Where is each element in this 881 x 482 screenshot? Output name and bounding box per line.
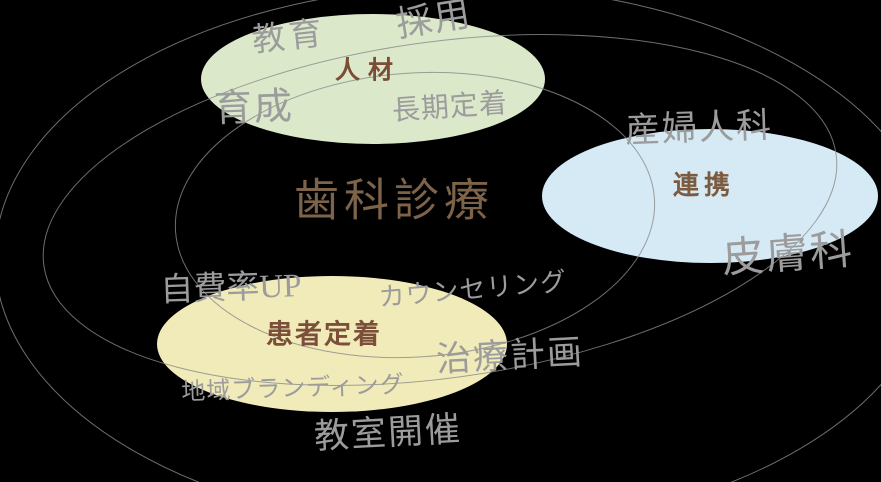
satellite-obstetrics-gynecology: 産婦人科	[624, 105, 774, 151]
satellite-class-events: 教室開催	[313, 409, 463, 457]
bubble-label-collaboration: 連携	[672, 171, 736, 200]
bubble-human-resources-ellipse	[201, 14, 545, 144]
orbit-ring-middle	[42, 34, 838, 386]
satellite-dermatology: 皮膚科	[720, 227, 856, 283]
orbit-ring-inner	[174, 71, 656, 359]
bubble-label-human-resources: 人材	[334, 57, 402, 85]
satellite-training: 育成	[213, 85, 295, 131]
satellite-treatment-plan: 治療計画	[435, 332, 585, 380]
bubble-patient-retention-ellipse	[157, 276, 507, 412]
satellite-self-pay-rate-up: 自費率UP	[159, 268, 303, 309]
bubble-label-patient-retention: 患者定着	[266, 319, 382, 350]
satellite-education: 教育	[250, 15, 328, 60]
dental-care-title: 歯科診療	[293, 175, 495, 226]
bubble-collaboration-ellipse	[542, 129, 878, 263]
